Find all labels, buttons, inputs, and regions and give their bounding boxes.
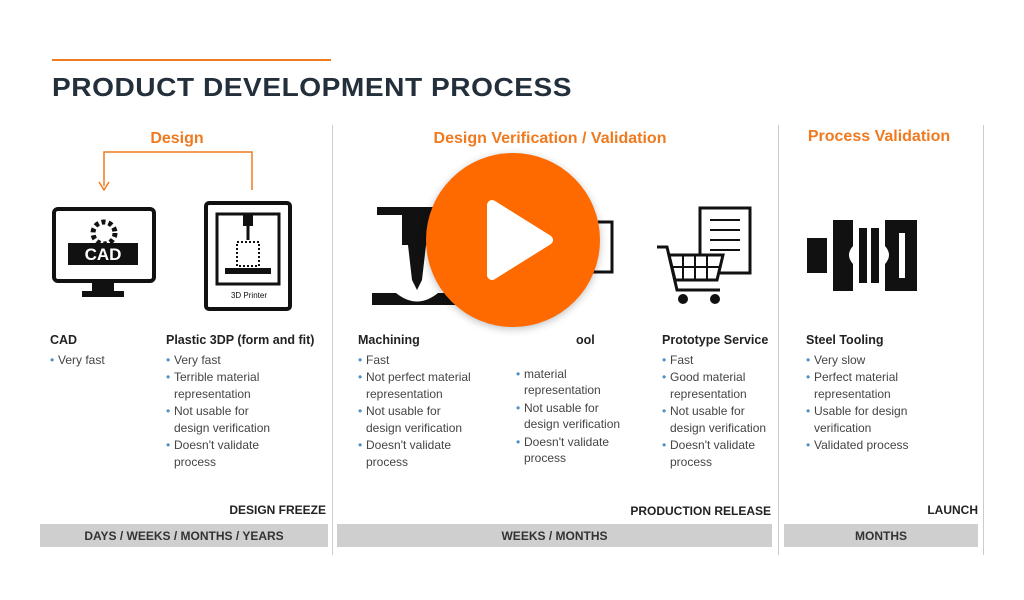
milestone-launch: LAUNCH xyxy=(927,503,978,517)
column-machining: Machining Fast Not perfect material repr… xyxy=(358,332,508,471)
column-steel-tooling: Steel Tooling Very slow Perfect material… xyxy=(806,332,936,455)
cad-label: CAD xyxy=(85,245,122,264)
play-icon xyxy=(487,200,553,280)
column-heading: Machining xyxy=(358,333,420,347)
divider xyxy=(778,125,779,555)
bullet: Validated process xyxy=(806,437,936,454)
bullet: Good material representation xyxy=(662,369,772,402)
column-heading: Plastic 3DP (form and fit) xyxy=(166,333,315,347)
bullet: Terrible material representation xyxy=(166,369,276,402)
bullet: Perfect material representation xyxy=(806,369,916,402)
column-prototype-service: Prototype Service Fast Good material rep… xyxy=(662,332,777,471)
play-button[interactable] xyxy=(426,153,600,327)
bullet: Not usable for design verification xyxy=(166,403,286,436)
bullet: Very slow xyxy=(806,352,936,369)
shopping-cart-invoice-icon xyxy=(657,206,752,304)
bullet: Fast xyxy=(662,352,777,369)
bullet: Doesn't validate process xyxy=(358,437,468,470)
bullet: Doesn't validate process xyxy=(166,437,276,470)
3d-printer-icon: 3D Printer xyxy=(204,201,292,311)
bullet: Not usable for design verification xyxy=(662,403,777,436)
milestone-design-freeze: DESIGN FREEZE xyxy=(229,503,326,517)
timeline-process: MONTHS xyxy=(784,524,978,547)
bullet: Not usable for design verification xyxy=(358,403,478,436)
section-verification: Design Verification / Validation xyxy=(433,130,667,147)
column-heading: ool xyxy=(576,333,595,347)
cad-monitor-icon: CAD xyxy=(52,207,156,297)
page-title: PRODUCT DEVELOPMENT PROCESS xyxy=(52,72,573,102)
bullet: Not perfect material representation xyxy=(358,369,493,402)
column-tool: ool material representation Not usable f… xyxy=(516,332,656,468)
accent-line xyxy=(52,59,331,61)
bullet: Very fast xyxy=(166,352,326,369)
timeline-design: DAYS / WEEKS / MONTHS / YEARS xyxy=(40,524,328,547)
bullet: Doesn't validate process xyxy=(516,434,626,467)
bullet: Doesn't validate process xyxy=(662,437,762,470)
column-cad: CAD Very fast xyxy=(50,332,160,369)
column-heading: Steel Tooling xyxy=(806,333,884,347)
milestone-production-release: PRODUCTION RELEASE xyxy=(630,504,771,518)
bullet: Very fast xyxy=(50,352,160,369)
divider xyxy=(332,125,333,555)
bullet: Usable for design verification xyxy=(806,403,926,436)
bullet: material representation xyxy=(516,366,616,399)
column-heading: CAD xyxy=(50,333,78,347)
printer-label: 3D Printer xyxy=(231,291,267,300)
column-plastic-3dp: Plastic 3DP (form and fit) Very fast Ter… xyxy=(166,332,326,471)
section-process-validation: Process Validation xyxy=(807,128,951,145)
column-heading: Prototype Service xyxy=(662,333,769,347)
bullet: Not usable for design verification xyxy=(516,400,636,433)
section-design: Design xyxy=(150,130,204,147)
iteration-arrow-icon xyxy=(98,151,253,192)
timeline-verification: WEEKS / MONTHS xyxy=(337,524,772,547)
steel-tool-mold-icon xyxy=(807,220,917,291)
bullet: Fast xyxy=(358,352,508,369)
divider xyxy=(983,125,984,555)
